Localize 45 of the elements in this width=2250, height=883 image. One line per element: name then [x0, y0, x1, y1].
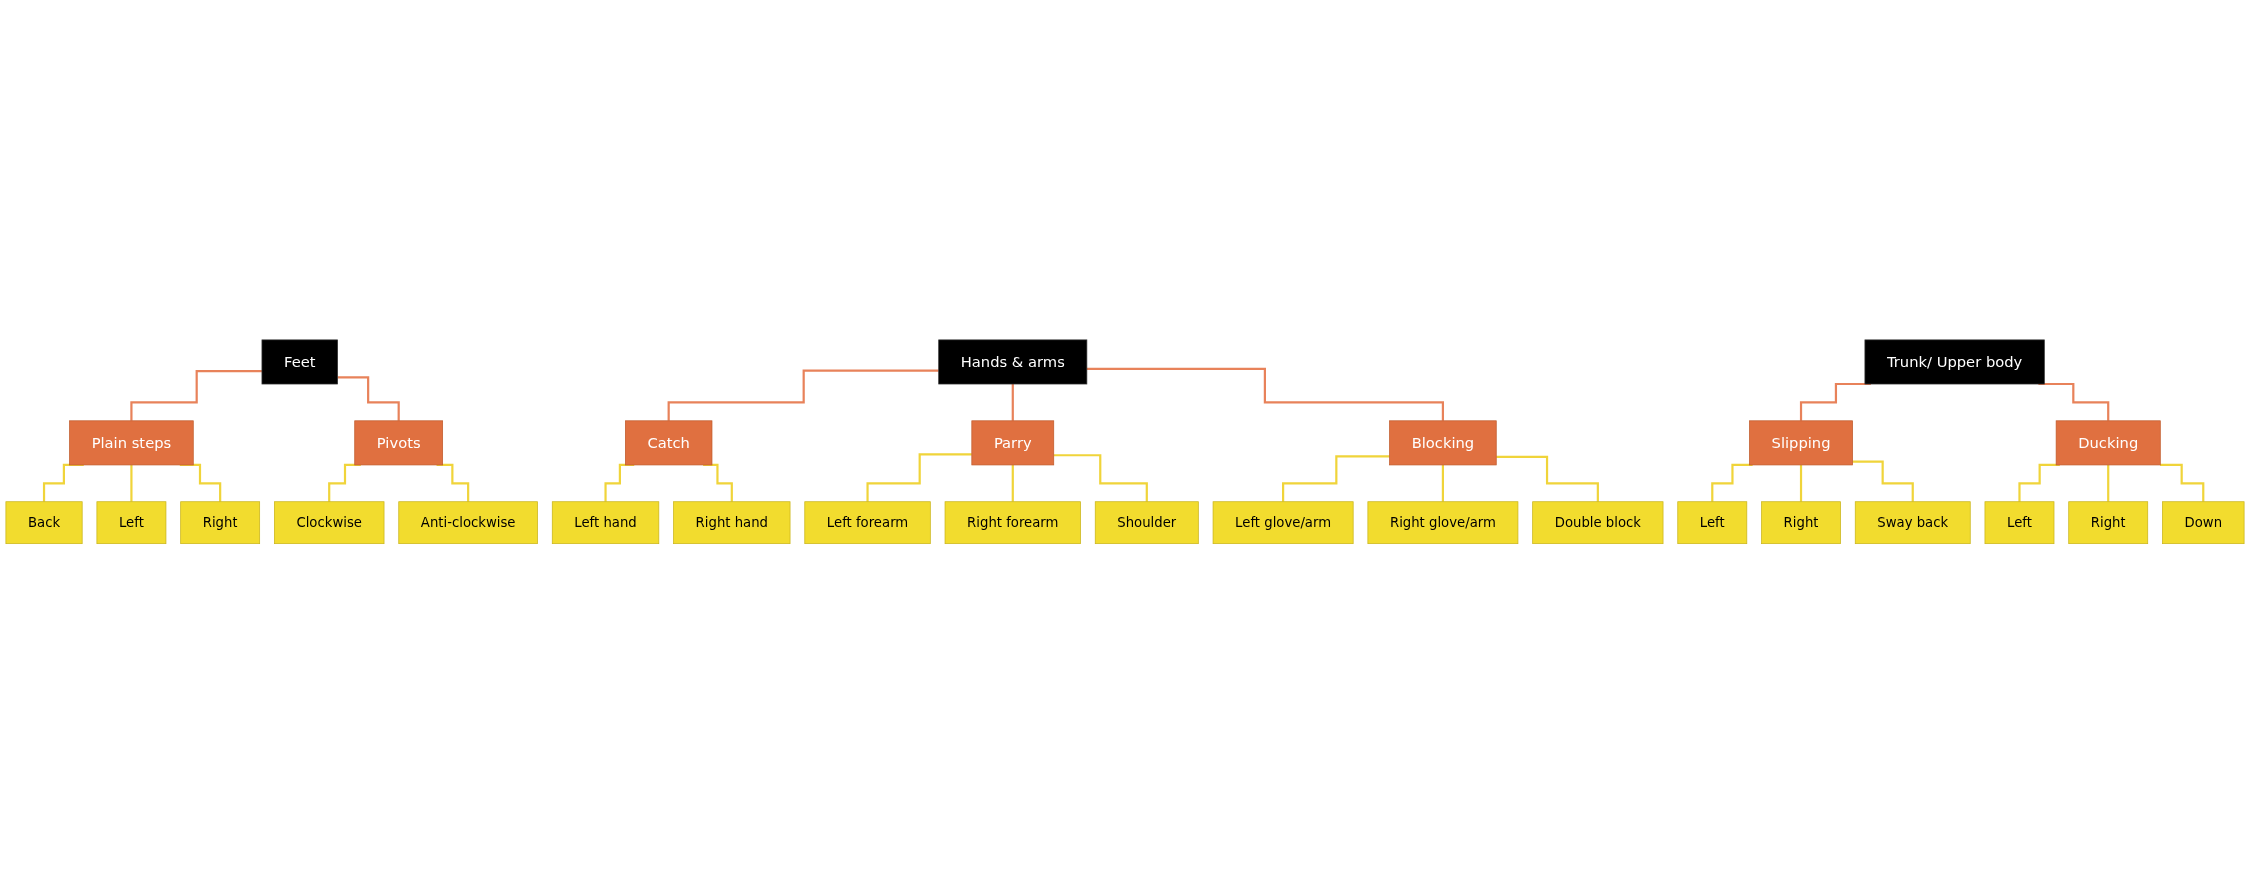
node-box: Left	[1677, 501, 1748, 544]
connector	[1011, 463, 1014, 503]
connector	[2107, 463, 2110, 503]
node-box: Left	[1984, 501, 2055, 544]
node-box: Right	[180, 501, 261, 544]
node-box: Left hand	[551, 501, 660, 544]
connector	[1852, 460, 1914, 503]
connector	[1282, 455, 1390, 503]
connector	[1053, 453, 1148, 503]
node-box: Left	[96, 501, 167, 544]
connector	[667, 369, 939, 422]
node-box: Shoulder	[1094, 501, 1199, 544]
node-box: Right glove/arm	[1367, 501, 1519, 544]
node-box: Down	[2162, 501, 2245, 544]
node-box: Trunk/ Upper body	[1864, 339, 2045, 385]
node-box: Parry	[971, 420, 1055, 466]
connector	[130, 463, 133, 503]
connector	[1086, 367, 1444, 422]
node-box: Anti-clockwise	[398, 501, 538, 544]
node-box: Left glove/arm	[1212, 501, 1354, 544]
node-box: Back	[5, 501, 83, 544]
connector	[1441, 463, 1444, 503]
node-box: Hands & arms	[938, 339, 1088, 385]
node-box: Plain steps	[69, 420, 194, 466]
node-box: Catch	[625, 420, 713, 466]
node-box: Right	[2068, 501, 2149, 544]
connector	[1011, 382, 1014, 422]
node-box: Pivots	[354, 420, 443, 466]
node-box: Sway back	[1854, 501, 1971, 544]
connector	[2160, 463, 2205, 503]
node-box: Feet	[261, 339, 338, 385]
connector	[1496, 455, 1599, 503]
node-box: Left forearm	[804, 501, 931, 544]
connector	[130, 369, 262, 422]
node-box: Blocking	[1389, 420, 1497, 466]
connector	[1799, 463, 1803, 503]
node-box: Right	[1761, 501, 1841, 544]
node-box: Right forearm	[944, 501, 1081, 544]
node-box: Ducking	[2055, 420, 2161, 466]
node-box: Right hand	[673, 501, 791, 544]
node-box: Slipping	[1749, 420, 1853, 466]
node-box: Clockwise	[274, 501, 385, 544]
connector	[866, 452, 972, 503]
node-box: Double block	[1532, 501, 1664, 544]
connector	[337, 376, 400, 422]
